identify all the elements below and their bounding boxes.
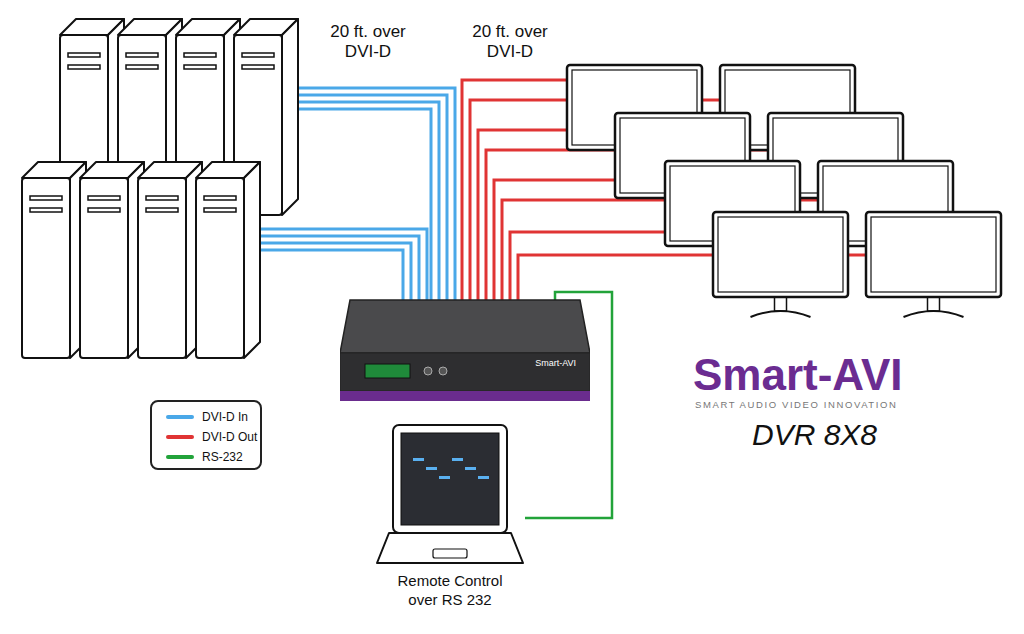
- drive-slot: [126, 65, 158, 69]
- laptop-lid: [393, 425, 507, 533]
- monitor-foot: [751, 311, 811, 317]
- drive-slot: [242, 65, 274, 69]
- dvi-out-cable: [478, 130, 625, 303]
- computer-tower: [22, 162, 86, 358]
- cable-length: 20 ft. over DVI-D: [460, 22, 560, 61]
- legend-swatch: [166, 455, 194, 459]
- drive-slot: [242, 53, 274, 57]
- drive-slot: [126, 53, 158, 57]
- button: [439, 367, 447, 375]
- video-router: Smart-AVI: [340, 298, 590, 403]
- drive-slot: [68, 53, 100, 57]
- model-name: DVR 8X8: [752, 418, 877, 453]
- legend-box: DVI-D In DVI-D OutRS-232: [150, 400, 262, 470]
- drive-slot: [184, 53, 216, 57]
- drive-slot: [88, 196, 120, 200]
- legend-text: RS-232: [202, 450, 243, 464]
- legend-swatch: [166, 435, 194, 439]
- monitor-screen: [871, 217, 996, 292]
- drive-slot: [146, 208, 178, 212]
- ui-bar: [439, 476, 450, 479]
- monitor-neck: [775, 297, 787, 311]
- monitor-bezel: [713, 212, 848, 297]
- tower-front: [196, 178, 244, 358]
- laptop: Remote Control over RS 232: [375, 423, 525, 618]
- legend-swatch: [166, 415, 194, 419]
- computer-tower: [80, 162, 144, 358]
- drive-slot: [204, 208, 236, 212]
- legend-text: DVI-D Out: [202, 430, 257, 444]
- cable-length: 20 ft. over DVI-D: [318, 22, 418, 61]
- monitor: [713, 212, 848, 317]
- legend-row: DVI-D Out: [166, 427, 260, 447]
- drive-slot: [30, 196, 62, 200]
- router-base: [340, 391, 590, 401]
- router-top: [340, 300, 590, 353]
- drive-slot: [204, 196, 236, 200]
- monitor-neck: [928, 297, 940, 311]
- tower-side: [244, 162, 260, 358]
- tower-side: [282, 19, 298, 215]
- monitor: [866, 212, 1001, 317]
- brand-logo: Smart-AVI: [693, 350, 902, 401]
- tower-front: [22, 178, 70, 358]
- router-front: [340, 353, 590, 391]
- tower-front: [138, 178, 186, 358]
- legend-text: DVI-D In: [202, 410, 248, 424]
- computer-tower: [138, 162, 202, 358]
- ui-bar: [478, 476, 489, 479]
- router-shape: [340, 298, 590, 403]
- computer-tower: [196, 162, 260, 358]
- drive-slot: [30, 208, 62, 212]
- tower-front: [80, 178, 128, 358]
- brand-tagline: SMART AUDIO VIDEO INNOVATION: [695, 400, 897, 411]
- monitor-screen: [718, 217, 843, 292]
- ui-bar: [413, 458, 424, 461]
- lcd-display: [365, 364, 410, 378]
- touchpad: [433, 549, 467, 558]
- laptop-caption: Remote Control over RS 232: [385, 571, 515, 609]
- ui-bar: [452, 458, 463, 461]
- ui-bar: [426, 467, 437, 470]
- drive-slot: [68, 65, 100, 69]
- monitor-foot: [904, 311, 964, 317]
- device-brand: Smart-AVI: [535, 358, 576, 368]
- drive-slot: [88, 208, 120, 212]
- laptop-screen: [401, 433, 499, 525]
- legend-row: RS-232: [166, 447, 260, 467]
- drive-slot: [184, 65, 216, 69]
- drive-slot: [146, 196, 178, 200]
- button: [424, 367, 432, 375]
- legend-row: DVI-D In: [166, 407, 260, 427]
- ui-bar: [465, 467, 476, 470]
- monitor-bezel: [866, 212, 1001, 297]
- laptop-base: [377, 533, 523, 563]
